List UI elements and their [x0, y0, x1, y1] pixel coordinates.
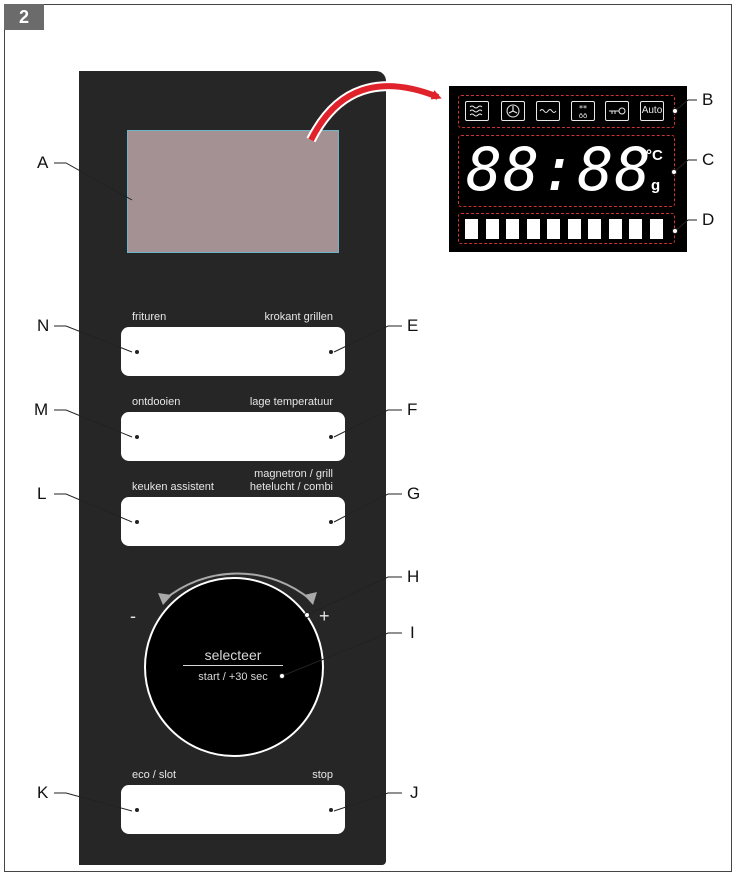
svg-text:ōō: ōō: [579, 112, 588, 120]
knob-main-label: selecteer: [204, 647, 262, 663]
krokant-grillen-label: krokant grillen: [264, 311, 333, 323]
lcd-bar-cell: [608, 219, 622, 239]
button-dot-right: [329, 435, 333, 439]
grill-icon: [536, 101, 560, 121]
key-icon: [605, 101, 629, 121]
lcd-bar-cell: [485, 219, 499, 239]
lcd-unit-weight: g: [651, 177, 661, 194]
selector-knob[interactable]: [144, 577, 324, 757]
defrost-icon: **ōō: [571, 101, 595, 121]
button-dot-right: [329, 520, 333, 524]
callout-B: B: [702, 90, 714, 109]
lcd-bar-cell: [465, 219, 478, 239]
lcd-bar-cell: [567, 219, 581, 239]
button-ontdooien-lage-temperatuur[interactable]: [121, 412, 345, 461]
lcd-digits: 88:88: [466, 135, 652, 205]
callout-C: C: [702, 150, 715, 169]
svg-text:**: **: [579, 104, 587, 113]
callout-N: N: [37, 316, 50, 335]
keuken-assistent-label: keuken assistent: [132, 481, 214, 493]
callout-H: H: [407, 567, 420, 586]
button-dot-left: [135, 520, 139, 524]
callout-G: G: [407, 484, 421, 503]
callout-K: K: [37, 783, 49, 802]
magnetron-grill-label: magnetron / grill: [254, 468, 333, 480]
minus-sign: -: [130, 606, 136, 626]
lcd-bar-cell: [526, 219, 540, 239]
lcd-bar-cell: [588, 219, 601, 239]
callout-D: D: [702, 210, 715, 229]
button-dot-left: [135, 808, 139, 812]
stop-label: stop: [312, 769, 333, 781]
lcd-unit-temp: °C: [646, 147, 663, 164]
lcd-bar-cell: [506, 219, 519, 239]
button-dot-right: [329, 350, 333, 354]
lcd-bar-cell: [649, 219, 663, 239]
fan-icon: [501, 101, 525, 121]
button-frituren-krokant-grillen[interactable]: [121, 327, 345, 376]
callout-J: J: [410, 783, 419, 802]
button-dot-right: [329, 808, 333, 812]
button-dot-left: [135, 350, 139, 354]
button-eco-slot-stop[interactable]: [121, 785, 345, 834]
callout-A: A: [37, 153, 49, 172]
eco-slot-label: eco / slot: [132, 769, 177, 781]
lage-temperatuur-label: lage temperatuur: [249, 396, 333, 408]
auto-icon: Auto: [640, 101, 664, 121]
frituren-label: frituren: [132, 311, 167, 323]
callout-I: I: [410, 623, 415, 642]
waves-icon: [465, 101, 489, 121]
lcd-bar-cell: [629, 219, 642, 239]
display-window: [127, 130, 339, 253]
knob-sub-label: start / +30 sec: [198, 671, 268, 683]
figure-frame: [4, 4, 732, 872]
figure-number: 2: [4, 4, 44, 30]
hetelucht-combi-label: hetelucht / combi: [249, 481, 333, 493]
knob-divider: [183, 665, 283, 666]
ontdooien-label: ontdooien: [132, 396, 181, 408]
lcd-bar-cell: [547, 219, 560, 239]
button-dot-left: [135, 435, 139, 439]
plus-sign: +: [319, 606, 330, 626]
callout-E: E: [407, 316, 419, 335]
callout-M: M: [34, 400, 49, 419]
button-keuken-assistent-magnetron[interactable]: [121, 497, 345, 546]
callout-L: L: [37, 484, 47, 503]
callout-F: F: [407, 400, 418, 419]
